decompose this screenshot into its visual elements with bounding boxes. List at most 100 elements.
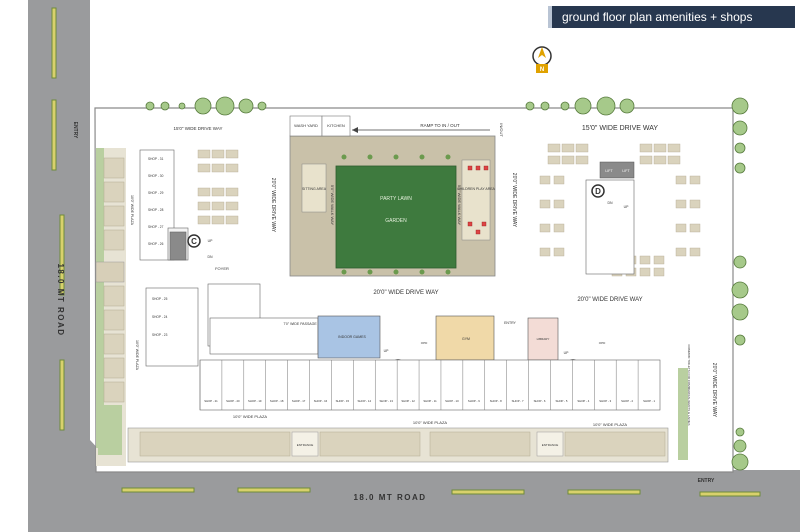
library-label: LIBRARY	[537, 337, 550, 341]
walk-way-left: 5'0" WIDE WALK WAY	[330, 185, 335, 226]
walk-way-right: 5'0" WIDE WALK WAY	[457, 185, 462, 226]
shop-label: SHOP - 23	[152, 333, 168, 337]
party-lawn-label: PARTY LAWN	[380, 196, 412, 202]
shop-label: SHOP - 20	[226, 399, 240, 403]
compass-letter: N	[540, 67, 544, 73]
left-parking-pads	[103, 157, 125, 403]
block-d-lifts	[599, 161, 635, 179]
shop-label: SHOP - 12	[401, 399, 415, 403]
shop-label: SHOP - 31	[148, 157, 164, 161]
left-grass-strip	[96, 148, 104, 448]
toilet-note: COMMON TOILETS FOR COMMERCIAL/GENTS & LA…	[687, 344, 691, 425]
library	[527, 317, 559, 361]
shop-label: SHOP - 28	[148, 208, 164, 212]
plaza-vert-left: 10'0" WIDE PLAZA	[130, 195, 134, 226]
left-road	[28, 0, 800, 532]
ramp-label: RAMP TO IN / OUT	[420, 123, 460, 128]
drive-way-vert-left: 20'0" WIDE DRIVE WAY	[270, 178, 276, 233]
block-d-up: UP	[624, 205, 630, 209]
left-shop-column-top	[139, 149, 189, 261]
party-lawn	[335, 165, 457, 269]
shop-label: SHOP - 15	[336, 399, 350, 403]
drive-way-vert-right: 20'0" WIDE DRIVE WAY	[711, 363, 717, 418]
indoor-games	[317, 315, 381, 359]
shop-label: SHOP - 25	[152, 297, 168, 301]
plaza-vert-left-2: 10'0" WIDE PLAZA	[135, 340, 139, 371]
block-c-dn: DN	[207, 255, 213, 259]
shop-label: SHOP - 14	[358, 399, 372, 403]
drive-way-mid-left: 20'0" WIDE DRIVE WAY	[373, 290, 438, 296]
shop-label: SHOP - 21	[204, 399, 218, 403]
plaza-label-1: 10'0" WIDE PLAZA	[233, 414, 268, 419]
title-banner: ground floor plan amenities + shops	[548, 6, 795, 28]
garden-trees	[341, 154, 451, 275]
right-grass-strip	[678, 368, 688, 460]
shop-label: SHOP - 19	[248, 399, 262, 403]
block-c-up: UP	[208, 239, 214, 243]
drive-way-top-right: 15'0" WIDE DRIVE WAY	[582, 125, 659, 132]
block-a-up: UP	[564, 351, 570, 355]
passage-label: 7'0" WIDE PASSAGE	[283, 322, 317, 326]
shop-label: SHOP - 5	[555, 399, 567, 403]
drive-way-top-left: 15'0" WIDE DRIVE WAY	[174, 126, 223, 131]
page-title: ground floor plan amenities + shops	[562, 10, 753, 24]
lift-label-d2: LIFT	[622, 169, 630, 173]
shop-label: SHOP - 1	[643, 399, 655, 403]
bottom-entrance-2	[536, 431, 564, 457]
bottom-entrance-2-label: ENTRANCE	[542, 443, 559, 447]
shop-label: SHOP - 27	[148, 225, 164, 229]
block-b-up: UP	[384, 349, 390, 353]
opd-label-1: OPD	[421, 341, 428, 345]
drive-way-vert-mid: 20'0" WIDE DRIVE WAY	[511, 173, 517, 228]
shop-label: SHOP - 6	[534, 399, 546, 403]
block-c-label: C	[191, 237, 197, 246]
shop-label: SHOP - 11	[423, 399, 437, 403]
garden-label: GARDEN	[385, 218, 407, 224]
block-d-label: D	[595, 187, 601, 196]
left-inner-parking	[197, 149, 239, 225]
boundary-trees	[145, 96, 749, 471]
entry-right: ENTRY	[698, 478, 715, 484]
gym	[435, 315, 495, 361]
kitchen-label: KITCHEN	[327, 123, 345, 128]
shop-label: SHOP - 26	[148, 242, 164, 246]
left-top-shop-list: SHOP - 31 SHOP - 30 SHOP - 29 SHOP - 28 SHOP…	[148, 157, 164, 246]
shop-label: SHOP - 16	[314, 399, 328, 403]
indoor-games-label: INDOOR GAMES	[338, 335, 366, 339]
lift-label-d1: LIFT	[605, 169, 613, 173]
shop-label: SHOP - 29	[148, 191, 164, 195]
entry-left: ENTRY	[72, 122, 78, 139]
shop-label: SHOP - 3	[599, 399, 611, 403]
sitting-area-label: SITTING AREA	[302, 187, 327, 191]
shop-label: SHOP - 9	[468, 399, 480, 403]
inout-label: IN/OUT	[499, 123, 504, 137]
plaza-label-2: 10'0" WIDE PLAZA	[413, 420, 448, 425]
left-mid-shop-list: SHOP - 25 SHOP - 24 SHOP - 23	[152, 297, 168, 337]
block-c-marker	[187, 234, 201, 248]
shop-label: SHOP - 30	[148, 174, 164, 178]
north-compass: N	[532, 46, 552, 73]
shop-label: SHOP - 4	[577, 399, 589, 403]
block-d-dn: DN	[607, 201, 613, 205]
opd-label-2: OPD	[599, 341, 606, 345]
shop-label: SHOP - 8	[490, 399, 502, 403]
shop-label: SHOP - 24	[152, 315, 168, 319]
left-corner-grass	[98, 405, 122, 455]
foyer-label: FOYER	[215, 266, 229, 271]
bottom-entrance-1	[291, 431, 319, 457]
ramp-arrow-head	[352, 127, 358, 133]
shop-label: SHOP - 10	[445, 399, 459, 403]
block-d-marker	[591, 184, 605, 198]
passage	[209, 317, 319, 355]
children-play-area	[461, 159, 491, 241]
drive-way-mid-right: 20'0" WIDE DRIVE WAY	[577, 297, 642, 303]
bottom-road-median	[121, 487, 761, 497]
entry-label: ENTRY	[504, 321, 516, 325]
bottom-entrance-1-label: ENTRANCE	[297, 443, 314, 447]
plaza-label-3: 10'0" WIDE PLAZA	[593, 422, 628, 427]
bottom-parking-pads	[139, 431, 666, 457]
left-road-median	[51, 7, 65, 431]
shop-label: SHOP - 13	[379, 399, 393, 403]
